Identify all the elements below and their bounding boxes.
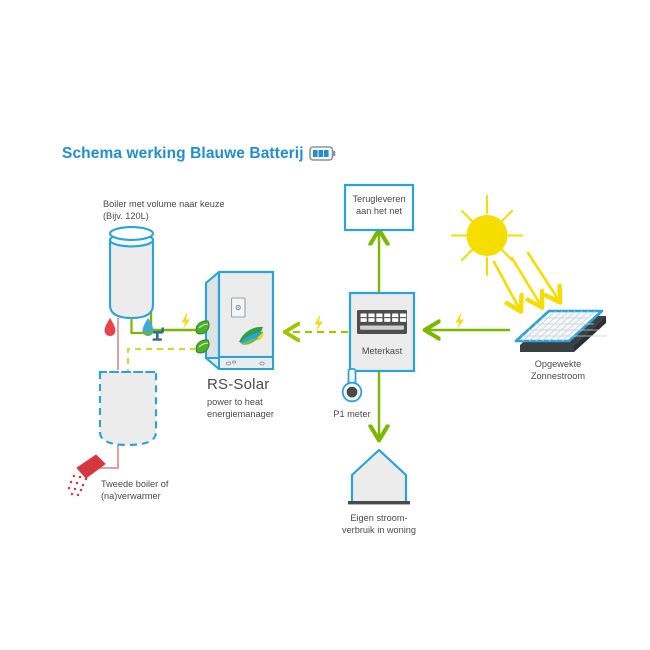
page-title: Schema werking Blauwe Batterij — [62, 145, 304, 162]
boiler-label-line1: Boiler met volume naar keuze — [103, 199, 225, 209]
home-usage-label-line2: verbruik in woning — [341, 525, 417, 535]
house-icon — [348, 448, 410, 505]
battery-icon — [309, 146, 336, 161]
second-boiler-node — [98, 370, 158, 447]
rs-solar-sub-line2: energiemanager — [207, 409, 274, 419]
fuse-box-icon — [357, 310, 407, 334]
grid-feedback-label-line2: aan het net — [356, 206, 402, 216]
solar-panel-label-line1: Opgewekte — [534, 359, 582, 369]
hot-water-drop-icon — [104, 318, 116, 336]
p1-meter-icon[interactable] — [341, 368, 363, 403]
grid-feedback-node — [343, 183, 415, 232]
meterkast-label: Meterkast — [361, 346, 403, 356]
sun-icon — [450, 194, 524, 277]
boiler-power-line — [130, 318, 153, 335]
rs-solar-sub-line1: power to heat — [207, 397, 263, 407]
rs-solar-device[interactable] — [195, 270, 275, 371]
eco-sun-leaf-logo-icon — [239, 326, 264, 345]
second-boiler-label-line1: Tweede boiler of — [101, 479, 169, 489]
solar-panel-label-line2: Zonnestroom — [530, 371, 586, 381]
lightning-bolt-icon — [455, 312, 464, 330]
boiler-label-line2: (Bijv. 120L) — [103, 211, 149, 221]
leaf-connector-icon — [195, 320, 210, 354]
home-usage-label-line1: Eigen stroom- — [350, 513, 408, 523]
grid-feedback-label-line1: Terugleveren — [352, 194, 406, 204]
p1-meter-label: P1 meter — [333, 409, 371, 419]
second-boiler-label-line2: (na)verwarmer — [101, 491, 161, 501]
flow-rs-solar-to-second-boiler — [126, 347, 196, 372]
solar-panel-icon — [514, 309, 607, 352]
lightning-bolt-icon — [314, 314, 323, 332]
rs-solar-brand: RS-Solar — [207, 376, 270, 393]
flow-rs-solar-to-boiler — [149, 307, 196, 332]
shower-head-icon — [67, 454, 106, 497]
lightning-bolt-icon — [181, 312, 190, 330]
sun-rays-to-panel — [492, 251, 558, 308]
control-panel-icon — [230, 297, 246, 318]
boiler-node — [108, 226, 155, 320]
meterkast-node[interactable] — [348, 291, 416, 373]
